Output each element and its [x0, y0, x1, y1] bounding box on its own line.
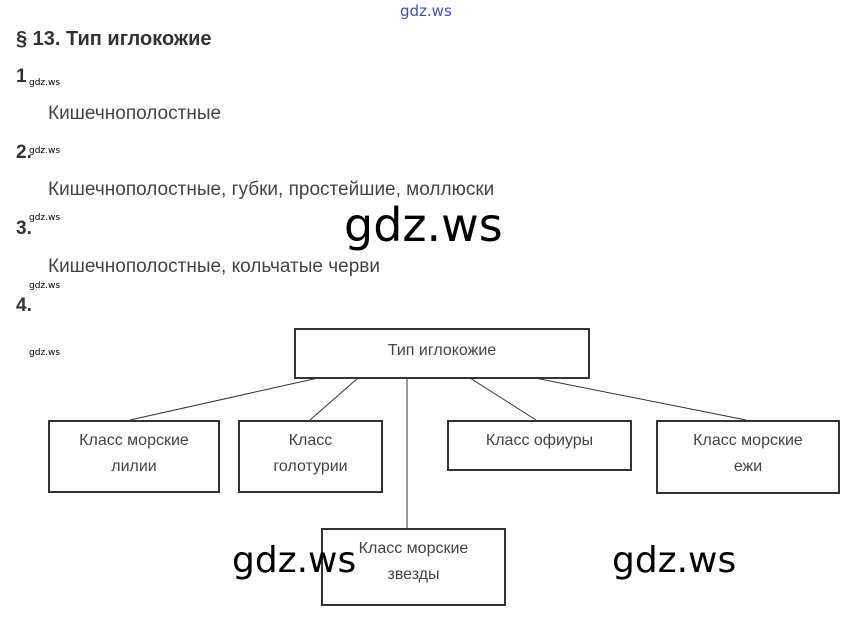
diagram-class-box: Класс морские ежи [656, 420, 840, 494]
answer-3: Кишечнополостные, кольчатые черви [48, 256, 380, 277]
diagram-class-box: Класс морские звезды [321, 528, 506, 606]
diagram-class-box: Класс морские лилии [48, 420, 220, 493]
diagram-class-box: Класс офиуры [447, 420, 632, 471]
connector-line [129, 377, 319, 421]
watermark-top: gdz.ws [400, 2, 452, 20]
diagram-class-box: Класс голотурии [238, 420, 383, 493]
watermark-small: gdz.ws [29, 281, 61, 291]
question-number-2: 2. [16, 142, 32, 163]
question-number-4: 4. [16, 295, 32, 316]
page-title: § 13. Тип иглокожие [16, 28, 212, 50]
watermark-large: gdz.ws [232, 540, 357, 581]
connector-line [469, 377, 537, 421]
answer-2: Кишечнополостные, губки, простейшие, мол… [48, 179, 495, 200]
watermark-small: gdz.ws [29, 348, 61, 358]
question-number-1: 1 [16, 66, 27, 87]
watermark-small: gdz.ws [29, 78, 61, 88]
answer-1: Кишечнополостные [48, 103, 222, 124]
watermark-large: gdz.ws [344, 198, 503, 252]
watermark-small: gdz.ws [29, 146, 61, 156]
connector-line [534, 377, 747, 421]
question-number-3: 3. [16, 218, 32, 239]
watermark-large: gdz.ws [612, 540, 737, 581]
diagram-root-box: Тип иглокожие [294, 328, 590, 379]
watermark-small: gdz.ws [29, 213, 61, 223]
connector-line [309, 377, 359, 421]
